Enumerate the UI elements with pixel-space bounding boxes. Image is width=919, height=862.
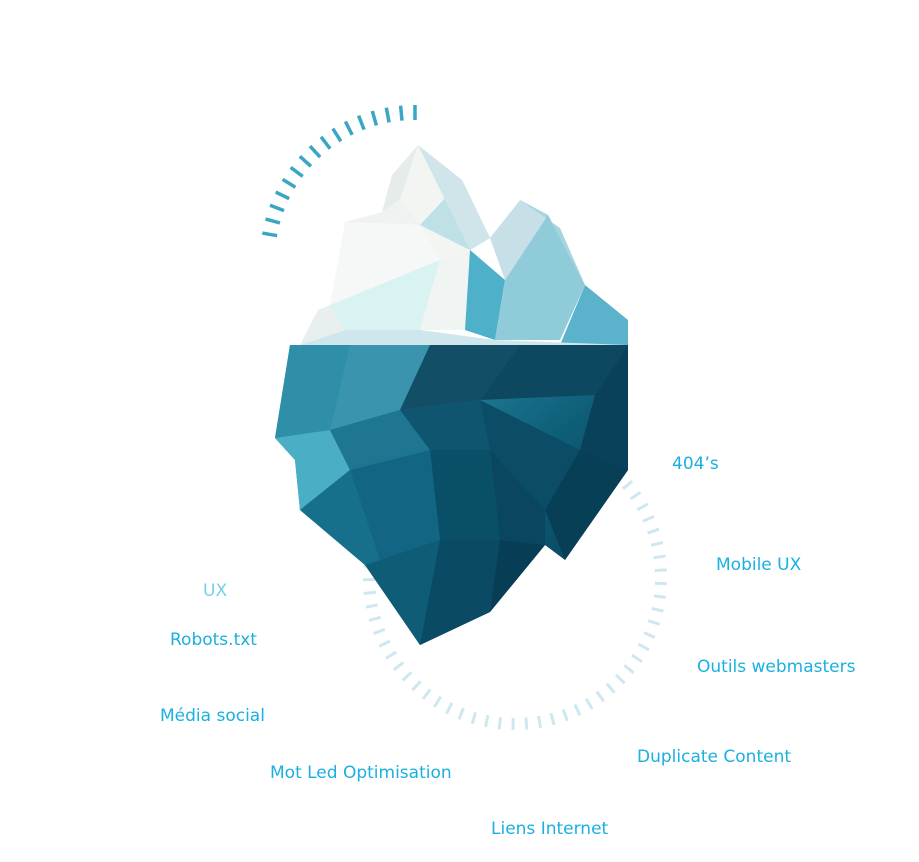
gauge-tick — [642, 514, 655, 523]
gauge-tick — [524, 717, 529, 730]
gauge-tick — [269, 203, 285, 213]
gauge-tick — [319, 135, 332, 150]
gauge-tick — [343, 120, 354, 136]
gauge-tick — [653, 554, 666, 560]
gauge-tick — [636, 502, 649, 512]
gauge-tick — [457, 707, 465, 720]
label-media-social: Média social — [160, 706, 265, 726]
gauge-tick — [356, 114, 366, 131]
gauge-tick — [365, 603, 378, 609]
label-mot-led-optimisation: Mot Led Optimisation — [270, 763, 452, 783]
gauge-tick — [629, 490, 642, 501]
gauge-tick — [595, 690, 606, 703]
gauge-tick — [484, 715, 490, 728]
gauge-tick — [605, 682, 616, 694]
gauge-tick — [643, 631, 656, 639]
gauge-tick — [654, 568, 667, 572]
gauge-tick — [385, 650, 397, 660]
gauge-tick — [647, 619, 661, 626]
gauge-tick — [637, 642, 650, 652]
gauge-tick — [614, 673, 626, 685]
gauge-tick — [378, 639, 391, 648]
gauge-tick — [398, 105, 404, 121]
label-robots-txt: Robots.txt — [170, 630, 257, 650]
gauge-tick — [392, 661, 405, 671]
gauge-tick — [561, 708, 569, 722]
gauge-tick — [653, 594, 666, 599]
gauge-tick — [384, 107, 391, 123]
gauge-tick — [331, 127, 343, 143]
gauge-tick — [537, 715, 543, 729]
gauge-tick — [631, 653, 643, 663]
gauge-tick — [411, 680, 422, 692]
label-liens-internet: Liens Internet — [491, 819, 609, 839]
gauge-tick — [262, 231, 278, 238]
gauge-tick — [433, 695, 443, 708]
gauge-tick — [298, 154, 313, 168]
gauge-tick — [421, 688, 432, 700]
gauge-tick — [281, 177, 297, 189]
gauge-tick — [647, 527, 660, 535]
label-outils-webmasters: Outils webmasters — [697, 657, 856, 677]
gauge-tick — [470, 711, 477, 725]
label-ux: UX — [203, 581, 228, 601]
gauge-tick — [651, 606, 664, 613]
gauge-tick — [621, 480, 634, 490]
gauge-tick — [265, 217, 281, 225]
gauge-tick — [650, 541, 664, 547]
gauge-tick — [401, 671, 413, 682]
gauge-tick — [573, 703, 582, 717]
gauge-tick — [289, 166, 304, 178]
iceberg-tip — [300, 145, 628, 345]
label-duplicate-content: Duplicate Content — [637, 747, 792, 767]
gauge-tick — [274, 190, 290, 201]
gauge-tick — [584, 697, 594, 710]
gauge-tick — [370, 110, 379, 126]
gauge-tick — [497, 717, 502, 730]
label-404s: 404’s — [672, 454, 719, 474]
gauge-tick — [363, 590, 376, 595]
gauge-tick — [623, 664, 635, 675]
label-mobile-ux: Mobile UX — [716, 555, 802, 575]
iceberg-underwater — [275, 345, 628, 645]
gauge-tick — [445, 702, 454, 715]
gauge-tick — [368, 615, 382, 623]
gauge-tick — [373, 627, 386, 636]
gauge-tick — [308, 144, 322, 159]
top-gauge — [262, 105, 417, 238]
gauge-tick — [549, 712, 556, 726]
